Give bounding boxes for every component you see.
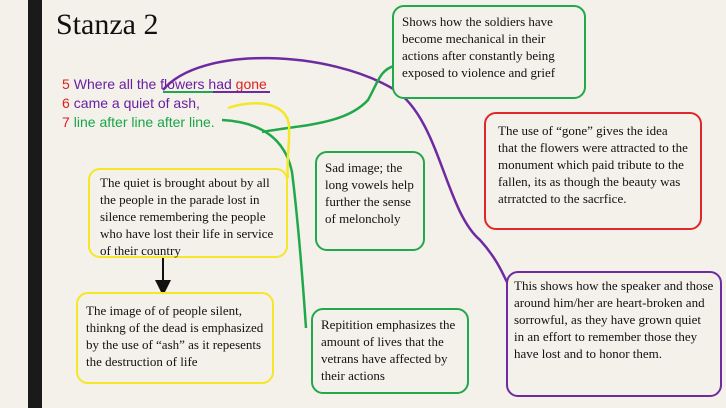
note-mechanical-text: Shows how the soldiers have become mecha…	[402, 14, 556, 80]
poem-text: came a quiet of ash,	[73, 95, 200, 111]
note-ash: The image of of people silent, thinkng o…	[76, 292, 274, 384]
note-repetition: Repitition emphasizes the amount of live…	[311, 308, 469, 394]
poem-word-flowers: flowers	[160, 76, 205, 92]
note-sad-image-text: Sad image; the long vowels help further …	[325, 160, 414, 226]
line-number: 7	[62, 114, 70, 130]
poem-text-before: Where all the	[73, 76, 161, 92]
line-number: 6	[62, 95, 70, 111]
note-gone-text: The use of “gone” gives the idea that th…	[498, 123, 688, 206]
note-ash-text: The image of of people silent, thinkng o…	[86, 303, 264, 369]
note-speaker-text: This shows how the speaker and those aro…	[514, 278, 714, 361]
poem-text: line after line after line.	[73, 114, 215, 130]
note-quiet-text: The quiet is brought about by all the pe…	[100, 175, 274, 258]
slide-title: Stanza 2	[56, 8, 159, 41]
poem-text-middle: had	[204, 76, 236, 92]
purple-connector	[162, 56, 514, 293]
note-quiet: The quiet is brought about by all the pe…	[88, 168, 288, 258]
line-number: 5	[62, 76, 70, 92]
poem-word-gone: gone	[235, 76, 267, 92]
note-gone: The use of “gone” gives the idea that th…	[484, 112, 702, 230]
yellow-connector	[227, 102, 291, 179]
note-sad-image: Sad image; the long vowels help further …	[315, 151, 425, 251]
green-connector-mechanical	[261, 64, 395, 134]
green-connector-repetition	[221, 118, 308, 329]
slide-side-bar	[28, 0, 42, 408]
note-mechanical: Shows how the soldiers have become mecha…	[392, 5, 586, 99]
note-speaker: This shows how the speaker and those aro…	[506, 271, 722, 397]
note-repetition-text: Repitition emphasizes the amount of live…	[321, 317, 456, 383]
